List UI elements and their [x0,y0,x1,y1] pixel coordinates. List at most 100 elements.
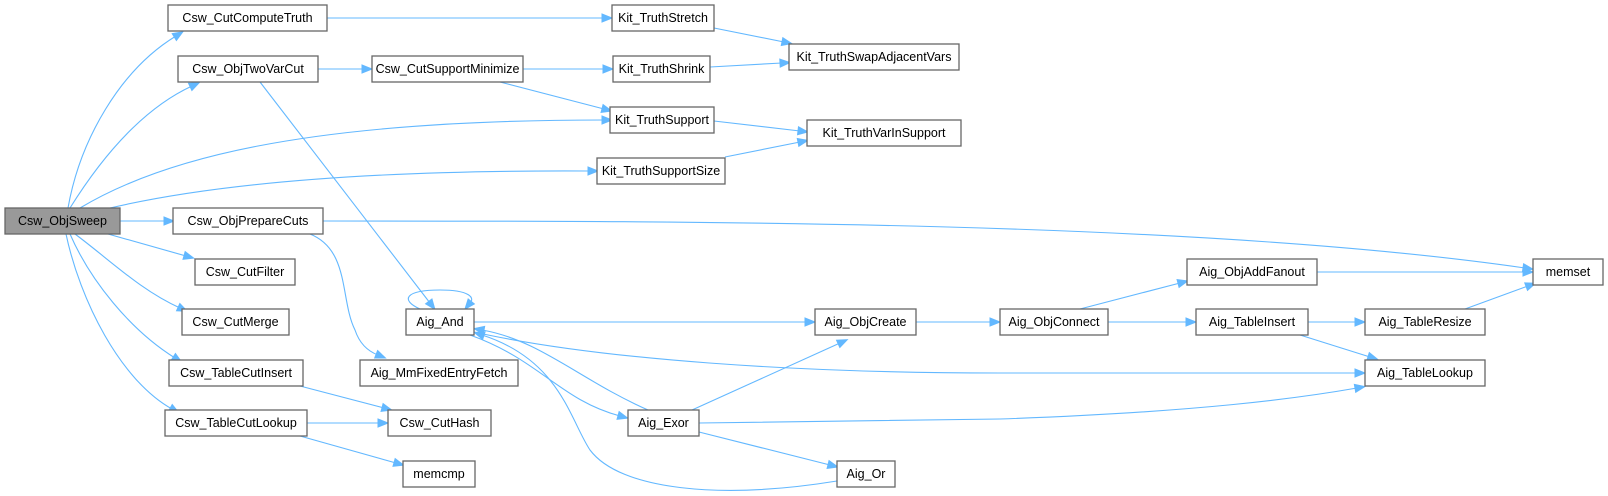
nodes-layer: Csw_ObjSweep Csw_CutComputeTruthCsw_ObjTw… [4,4,1604,488]
edge-line [1464,285,1529,310]
edge-csw-objpreparecuts-to-aig-mmfixedentryfetch [309,233,387,359]
edge-line [79,119,605,209]
node-label: Csw_ObjSweep [18,214,107,228]
arrowhead-icon [163,216,176,226]
node-box [999,308,1109,336]
node-csw-cutmerge[interactable]: Csw_CutMerge [181,308,290,336]
node-memcmp[interactable]: memcmp [402,460,476,488]
edge-csw-objsweep-to-csw-cutfilter [107,233,195,260]
arrowhead-icon [1353,383,1367,394]
arrowhead-icon [1185,317,1198,327]
arrowhead-icon [1354,368,1367,378]
edge-kit-truthstretch-to-kit-truthswapadjacentvars [713,27,794,47]
node-aig-tableresize[interactable]: Aig_TableResize [1364,308,1486,336]
edge-line [67,35,177,209]
edges-layer [65,13,1537,491]
edge-csw-tablecutinsert-to-csw-cuthash [299,385,394,412]
node-kit-truthsupport[interactable]: Kit_TruthSupport [609,106,715,134]
node-aig-exor[interactable]: Aig_Exor [627,409,700,437]
node-box [194,258,296,286]
node-label: Csw_CutComputeTruth [182,11,312,25]
edge-aig-and-to-aig-tablelookup [473,331,1367,378]
node-csw-cutcomputetruth[interactable]: Csw_CutComputeTruth [167,4,328,32]
node-box [1364,359,1486,387]
node-box [387,409,492,437]
node-aig-tableinsert[interactable]: Aig_TableInsert [1195,308,1309,336]
node-box [836,460,896,488]
edge-csw-tablecutlookup-to-memcmp [299,435,405,467]
edge-aig-tableinsert-to-aig-tablelookup [1299,334,1379,361]
node-aig-objconnect[interactable]: Aig_ObjConnect [999,308,1109,336]
node-csw-objpreparecuts[interactable]: Csw_ObjPrepareCuts [172,207,324,235]
edge-kit-truthsupport-to-kit-truthvarinsupport [713,120,810,136]
edge-aig-tableinsert-to-aig-tableresize [1308,317,1367,327]
arrowhead-icon [826,459,840,469]
edge-csw-objsweep-to-kit-truthsupportsize [109,166,600,209]
node-aig-objcreate[interactable]: Aig_ObjCreate [814,308,917,336]
edge-aig-and-to-aig-objcreate [474,317,817,327]
edge-aig-objcreate-to-aig-objconnect [916,317,1002,327]
node-box [168,359,304,387]
edge-line [713,27,785,43]
node-label: Kit_TruthShrink [619,62,705,76]
arrowhead-icon [601,13,614,23]
edge-aig-exor-to-aig-objcreate [691,339,849,411]
node-box [4,207,121,235]
node-csw-tablecutlookup[interactable]: Csw_TableCutLookup [164,409,308,437]
edge-line [481,334,838,491]
edge-line [407,289,473,310]
node-label: Aig_ObjAddFanout [1199,265,1305,279]
node-csw-objtwovarcut[interactable]: Csw_ObjTwoVarCut [177,55,319,83]
node-csw-tablecutinsert[interactable]: Csw_TableCutInsert [168,359,304,387]
node-box [181,308,290,336]
edge-line [299,435,397,464]
arrowhead-icon [779,58,792,68]
edge-line [481,329,649,411]
node-aig-tablelookup[interactable]: Aig_TableLookup [1364,359,1486,387]
edge-line [259,81,431,304]
node-label: memcmp [413,467,464,481]
edge-line [691,342,841,411]
edge-line [109,170,591,209]
edge-csw-objtwovarcut-to-aig-and [259,81,436,311]
node-csw-cuthash[interactable]: Csw_CutHash [387,409,492,437]
node-memset[interactable]: memset [1532,258,1604,286]
node-box [1186,258,1318,286]
arrowhead-icon [835,339,849,349]
edge-aig-and-to-aig-and [407,289,476,311]
node-label: Kit_TruthStretch [618,11,708,25]
node-kit-truthvarinsupport[interactable]: Kit_TruthVarInSupport [806,119,962,147]
edge-line [1079,282,1181,310]
node-aig-and[interactable]: Aig_And [405,308,475,336]
node-csw-cutfilter[interactable]: Csw_CutFilter [194,258,296,286]
edge-line [74,233,181,309]
node-label: Aig_TableResize [1378,315,1471,329]
node-box [612,55,711,83]
edge-line [309,233,379,356]
edge-line [499,81,605,110]
node-kit-truthstretch[interactable]: Kit_TruthStretch [611,4,715,32]
node-aig-mmfixedentryfetch[interactable]: Aig_MmFixedEntryFetch [359,359,519,387]
edge-aig-objconnect-to-aig-objaddfanout [1079,279,1190,310]
edge-line [299,385,385,409]
node-box [167,4,328,32]
node-csw-cutsupportminimize[interactable]: Csw_CutSupportMinimize [371,55,524,83]
arrowhead-icon [587,166,600,176]
node-aig-or[interactable]: Aig_Or [836,460,896,488]
node-kit-truthshrink[interactable]: Kit_TruthShrink [612,55,711,83]
arrowhead-icon [473,331,486,341]
node-csw-objsweep: Csw_ObjSweep [4,207,121,235]
arrowhead-icon [796,137,810,148]
node-box [1195,308,1309,336]
edge-aig-or-to-aig-and [473,331,838,491]
node-kit-truthsupportsize[interactable]: Kit_TruthSupportSize [596,157,726,185]
edge-aig-objaddfanout-to-memset [1317,267,1535,277]
node-box [405,308,475,336]
node-aig-objaddfanout[interactable]: Aig_ObjAddFanout [1186,258,1318,286]
node-label: Aig_Or [847,467,886,481]
edge-line [713,120,801,132]
edge-line [69,85,193,209]
arrowhead-icon [1354,317,1367,327]
node-kit-truthswapadjacentvars[interactable]: Kit_TruthSwapAdjacentVars [788,43,960,71]
